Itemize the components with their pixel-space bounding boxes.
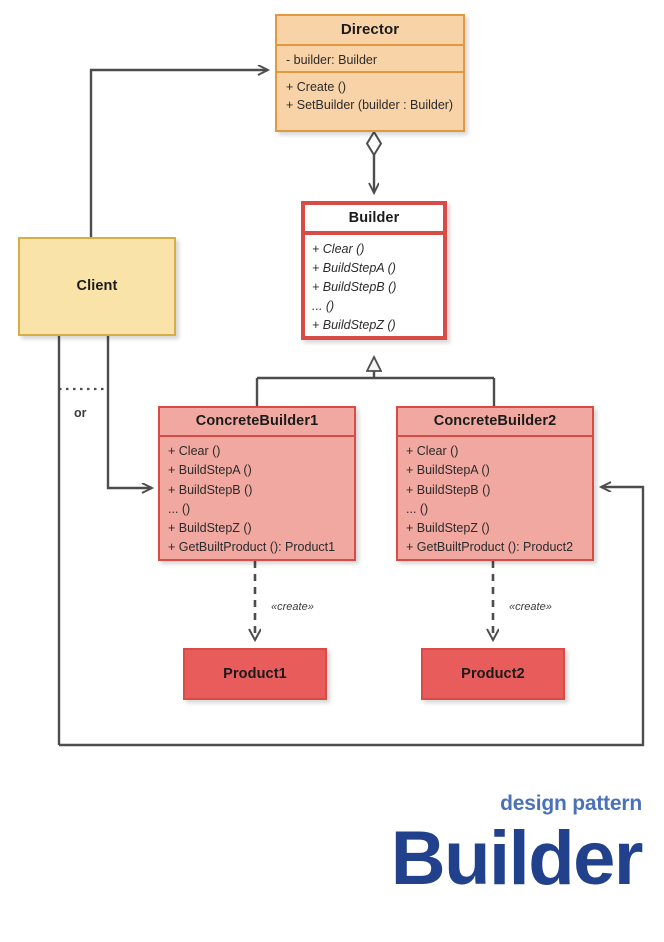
builder-operations: + Clear () + BuildStepA () + BuildStepB … xyxy=(305,235,443,335)
class-operation: + BuildStepB () xyxy=(312,280,397,294)
class-name-director: Director xyxy=(277,16,463,46)
class-box-concretebuilder1[interactable]: ConcreteBuilder1 + Clear () + BuildStepA… xyxy=(158,406,356,561)
edge-generalization xyxy=(255,357,496,406)
class-operation: + SetBuilder (builder : Builder) xyxy=(286,98,454,112)
class-operation: + Clear () xyxy=(312,242,365,256)
branding-subtitle: design pattern xyxy=(500,792,642,815)
class-operation: + BuildStepB () xyxy=(168,482,253,497)
create-stereotype-label: «create» xyxy=(509,601,552,613)
director-attributes: - builder: Builder xyxy=(277,46,463,73)
create-stereotype-label: «create» xyxy=(271,601,314,613)
edge-client-to-concretebuilder1 xyxy=(57,336,152,745)
class-operation: ... () xyxy=(168,501,191,516)
edge-client-to-director xyxy=(89,70,268,237)
class-operation: ... () xyxy=(406,501,429,516)
class-box-client[interactable]: Client xyxy=(18,237,176,336)
class-operation: ... () xyxy=(312,299,335,313)
class-name-product2: Product2 xyxy=(461,666,525,682)
concretebuilder2-operations: + Clear () + BuildStepA () + BuildStepB … xyxy=(398,437,592,558)
class-box-builder[interactable]: Builder + Clear () + BuildStepA () + Bui… xyxy=(301,201,447,340)
class-name-product1: Product1 xyxy=(223,666,287,682)
class-operation: + Create () xyxy=(286,80,347,94)
class-box-product1[interactable]: Product1 xyxy=(183,648,327,700)
class-name-client: Client xyxy=(76,278,118,294)
class-operation: + BuildStepZ () xyxy=(406,521,490,536)
class-box-product2[interactable]: Product2 xyxy=(421,648,565,700)
class-operation: + GetBuiltProduct (): Product2 xyxy=(406,540,574,555)
class-operation: + BuildStepB () xyxy=(406,482,491,497)
class-operation: + Clear () xyxy=(406,444,459,458)
branding-title: Builder xyxy=(390,816,644,901)
class-operation: + BuildStepA () xyxy=(312,261,396,275)
class-name-concretebuilder2: ConcreteBuilder2 xyxy=(398,408,592,437)
class-operation: + BuildStepA () xyxy=(406,463,490,478)
director-operations: + Create () + SetBuilder (builder : Buil… xyxy=(277,73,463,114)
class-attribute: - builder: Builder xyxy=(286,53,378,67)
class-operation: + GetBuiltProduct (): Product1 xyxy=(168,540,336,555)
class-name-builder: Builder xyxy=(305,205,443,235)
concretebuilder1-operations: + Clear () + BuildStepA () + BuildStepB … xyxy=(160,437,354,558)
class-operation: + BuildStepZ () xyxy=(312,318,396,332)
aggregation-diamond xyxy=(365,130,383,157)
class-operation: + BuildStepZ () xyxy=(168,521,252,536)
class-box-concretebuilder2[interactable]: ConcreteBuilder2 + Clear () + BuildStepA… xyxy=(396,406,594,561)
class-box-director[interactable]: Director - builder: Builder + Create () … xyxy=(275,14,465,132)
class-operation: + Clear () xyxy=(168,444,221,458)
edge-director-to-builder xyxy=(365,130,383,193)
or-label: or xyxy=(74,406,87,420)
class-name-concretebuilder1: ConcreteBuilder1 xyxy=(160,408,354,437)
class-operation: + BuildStepA () xyxy=(168,463,252,478)
pattern-branding: design pattern Builder xyxy=(390,792,644,901)
